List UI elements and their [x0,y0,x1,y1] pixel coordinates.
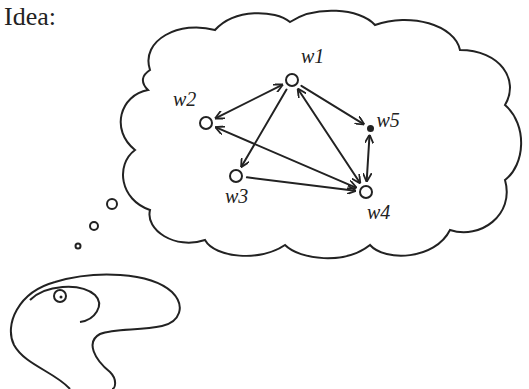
head-sketch [30,287,99,322]
edge-arrow [247,177,355,190]
edge-arrow [298,89,360,183]
graph-vertex: w3 [229,169,243,183]
edge-arrow [367,136,370,182]
vertex-label: w5 [377,109,400,131]
thought-bubble [107,199,117,209]
thought-cloud [121,11,521,259]
idea-heading: Idea: [4,2,56,32]
eye [54,290,66,302]
thought-bubble [76,244,81,249]
vertex-label: w2 [173,88,196,110]
eye [60,296,63,299]
head-sketch [11,275,180,389]
vertex-label: w1 [301,45,324,67]
vertex-label: w4 [367,201,390,223]
graph-vertex: w5 [367,125,374,132]
edge-arrow [301,86,363,124]
vertex-label: w3 [225,185,248,207]
graph-vertex: w4 [359,185,373,199]
thought-bubble [90,222,98,230]
graph-vertex: w1 [285,73,299,87]
graph-vertex: w2 [199,116,213,130]
edge-arrow [216,127,356,187]
